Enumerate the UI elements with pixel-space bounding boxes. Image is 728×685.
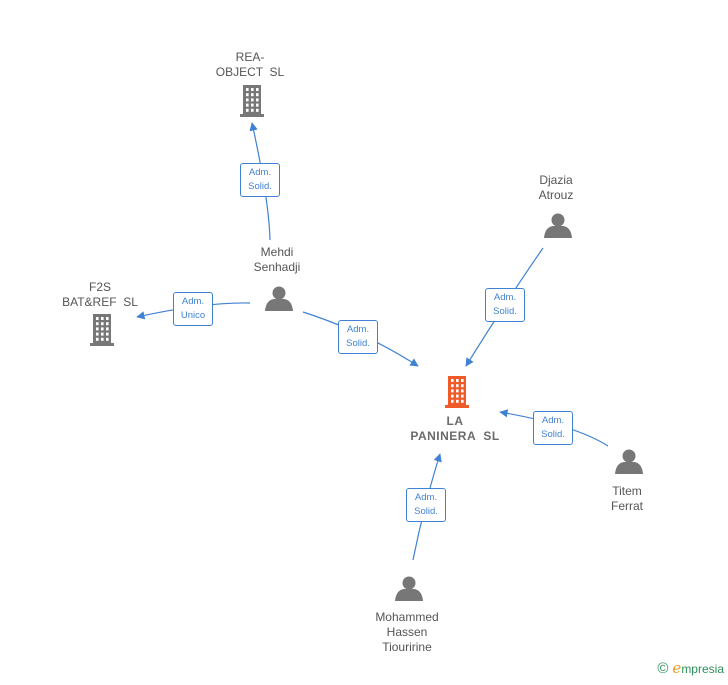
role-label-line: Solid. (346, 338, 370, 349)
role-badge-titem-to-la_paninera[interactable]: Adm. Solid. (533, 411, 573, 445)
node-label-line: OBJECT SL (215, 65, 285, 79)
role-badge-djazia-to-la_paninera[interactable]: Adm. Solid. (485, 288, 525, 322)
role-label-line: Unico (180, 310, 206, 321)
person-icon[interactable] (544, 213, 572, 239)
role-label-line: Solid. (541, 429, 565, 440)
node-label-line: BAT&REF SL (62, 295, 138, 309)
building-icon[interactable] (90, 314, 114, 346)
node-label-line: Mohammed (375, 610, 439, 624)
node-label-line: Ferrat (610, 499, 643, 513)
role-label-line: Solid. (248, 181, 272, 192)
node-label-line: F2S (88, 280, 111, 294)
person-icon[interactable] (615, 449, 643, 475)
copyright-symbol: © (657, 659, 669, 677)
credit-footer: © empresia (657, 659, 724, 677)
node-label-line: Titem (612, 484, 642, 498)
role-badge-mohammed-to-la_paninera[interactable]: Adm. Solid. (406, 488, 446, 522)
node-label-line: PANINERA SL (410, 429, 500, 443)
node-label-line: Tiouririne (382, 640, 432, 654)
node-label-line: Atrouz (538, 188, 574, 202)
building-icon[interactable] (445, 376, 469, 408)
role-badge-mehdi-to-f2s[interactable]: Adm. Unico (173, 292, 213, 326)
node-label-line: Senhadji (253, 260, 301, 274)
building-icon[interactable] (240, 85, 264, 117)
role-label-line: Adm. (493, 292, 517, 303)
role-badge-mehdi-to-la_paninera[interactable]: Adm. Solid. (338, 320, 378, 354)
person-icon[interactable] (395, 576, 423, 602)
node-label-line: Hassen (386, 625, 428, 639)
role-label-line: Adm. (346, 324, 370, 335)
person-icon[interactable] (265, 286, 293, 312)
node-label-line: Djazia (539, 173, 573, 187)
brand-name: empresia (672, 659, 724, 677)
role-label-line: Adm. (248, 167, 272, 178)
node-label-line: REA- (235, 50, 265, 64)
role-badge-mehdi-to-rea_object[interactable]: Adm. Solid. (240, 163, 280, 197)
node-label-line: LA (446, 414, 464, 428)
node-label-line: Mehdi (260, 245, 294, 259)
role-label-line: Adm. (541, 415, 565, 426)
node-label-rea_object[interactable]: REA-OBJECT SL (180, 50, 320, 80)
role-label-line: Solid. (414, 506, 438, 517)
role-label-line: Adm. (181, 296, 205, 307)
role-label-line: Adm. (414, 492, 438, 503)
role-label-line: Solid. (493, 306, 517, 317)
